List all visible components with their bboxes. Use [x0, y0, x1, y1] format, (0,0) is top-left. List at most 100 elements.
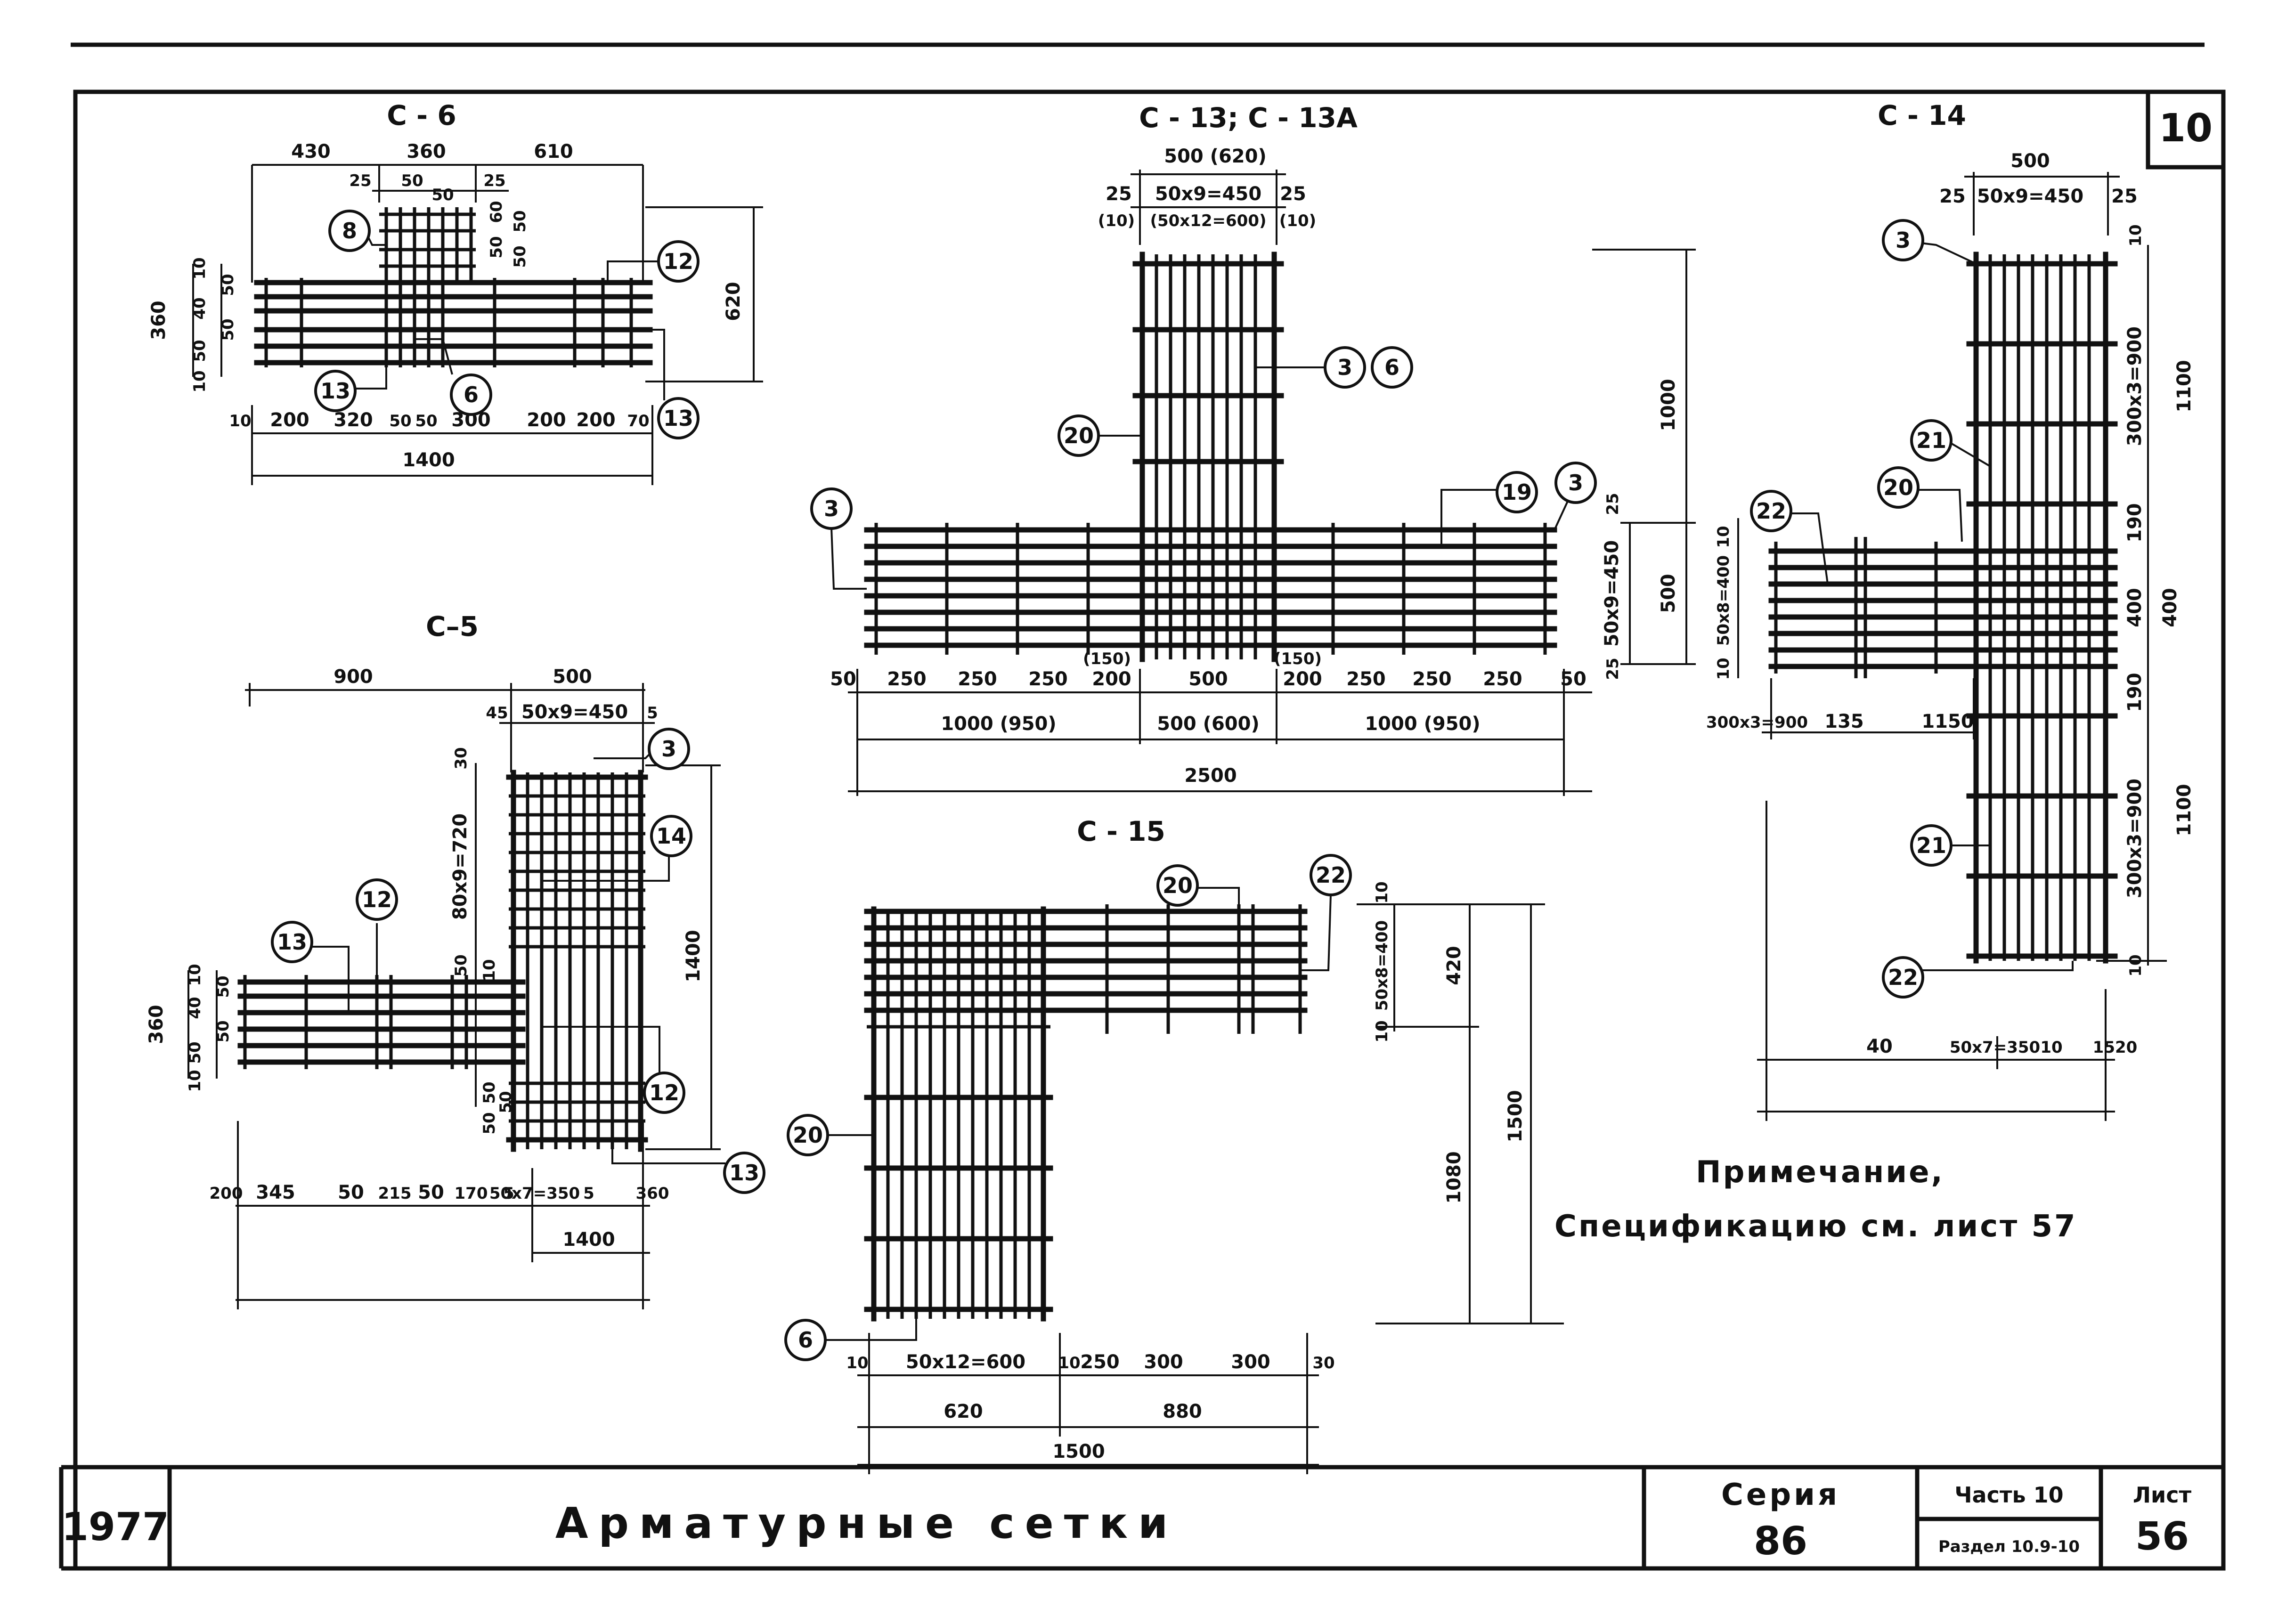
c6-dim: 40	[190, 297, 209, 319]
c6-dim: 50	[219, 274, 237, 296]
callout-6: 6	[798, 1327, 813, 1353]
callout-circle	[314, 370, 357, 412]
leader	[309, 946, 350, 1013]
leader	[1790, 512, 1829, 585]
c15-dim: 10	[1058, 1354, 1080, 1372]
note-title: Примечание,	[1696, 1155, 1945, 1190]
callout-circle	[1310, 854, 1352, 896]
sheet-number-box	[2146, 89, 2226, 170]
c13-dim: (10)	[1098, 211, 1135, 230]
c5-dim: 5	[503, 1184, 514, 1203]
c5-dim: 50	[452, 954, 471, 976]
c6-dim: 320	[334, 409, 373, 431]
callout-20: 20	[1163, 873, 1193, 898]
c14-dim: 300х3=900	[2124, 326, 2146, 446]
callout-circle	[787, 1114, 829, 1156]
c13-dim: 200	[1092, 668, 1131, 690]
callout-circle	[810, 487, 853, 530]
c13-dim: 25	[1280, 183, 1306, 205]
callout-3: 3	[824, 496, 839, 521]
leader	[1196, 887, 1240, 904]
c13-dim: (150)	[1083, 650, 1131, 668]
c6-dim: 60	[487, 201, 506, 223]
title-block: 1977 Арматурные сетки Серия 86 Часть 10 …	[59, 1465, 2223, 1571]
c13-dim: 500	[1658, 574, 1679, 613]
c6-dim: 50	[511, 245, 529, 268]
callout-3: 3	[1568, 470, 1583, 495]
mesh-c15-label: С - 15	[1077, 815, 1165, 847]
c5-dim: 1400	[562, 1229, 615, 1250]
c14-dim: 50х9=450	[1977, 186, 2083, 207]
c14-dim: 1520	[2093, 1038, 2138, 1057]
callout-circle	[1882, 219, 1924, 261]
c6-dim: 360	[148, 300, 170, 340]
c13-dim: 50х9=450	[1155, 183, 1261, 205]
callout-3: 3	[661, 736, 676, 762]
leader	[1300, 894, 1332, 971]
c5-dim: 45	[486, 704, 508, 723]
c5-dim: 5	[647, 704, 658, 723]
c5-dim: 360	[146, 1005, 167, 1044]
c13-dim: 25	[1603, 658, 1622, 680]
c15-dim: 10	[846, 1354, 868, 1372]
mesh-c13-label: С - 13; С - 13А	[1139, 102, 1358, 134]
callout-circle	[1554, 462, 1597, 504]
c5-dim: 200	[210, 1184, 243, 1203]
c14-dim: 1100	[2173, 784, 2195, 836]
callout-8: 8	[342, 218, 357, 244]
section-label: Раздел 10.9-10	[1938, 1537, 2080, 1556]
c6-dim: 50	[511, 210, 529, 232]
c15-dim: 250	[1080, 1351, 1120, 1373]
c14-dim: 1150	[1921, 711, 1974, 732]
c14-dim: 50х8=400	[1714, 555, 1733, 646]
c13-dim: (50х12=600)	[1150, 211, 1266, 230]
callout-circle	[1910, 419, 1953, 462]
callout-circle	[650, 815, 692, 857]
c5-dim: 360	[636, 1184, 669, 1203]
c5-dim: 50х7=350	[489, 1184, 580, 1203]
c15-dim: 1080	[1443, 1151, 1465, 1203]
c14-dim: 190	[2124, 673, 2146, 712]
callout-circle	[356, 878, 398, 921]
c5-dim: 215	[378, 1184, 412, 1203]
c13-dim: 250	[1483, 668, 1522, 690]
c14-dim: 10	[1714, 526, 1733, 548]
c14-dim: 1100	[2173, 360, 2195, 412]
callout-22: 22	[1756, 498, 1786, 524]
c6-dim: 50	[487, 236, 506, 258]
c13-dim: 1000 (950)	[1365, 713, 1480, 735]
c13-dim: 250	[958, 668, 997, 690]
c13-dim: 50	[1560, 668, 1587, 690]
leader	[824, 1319, 917, 1341]
c14-dim: 300х3=900	[2124, 779, 2146, 898]
c13-dim: (10)	[1279, 211, 1316, 230]
c14-dim: 135	[1824, 711, 1864, 732]
callout-3: 3	[1337, 355, 1352, 380]
c6-dim: 70	[627, 412, 649, 430]
c6-dim: 430	[291, 141, 331, 162]
callout-14: 14	[656, 823, 686, 849]
c13-dim: 250	[1412, 668, 1452, 690]
leader	[830, 527, 867, 590]
c5-dim: 900	[334, 666, 373, 688]
callout-circle	[1877, 466, 1920, 509]
c5-dim: 50х9=450	[521, 701, 628, 723]
c5-dim: 50	[480, 1081, 499, 1104]
c6-dim: 50	[190, 340, 209, 362]
leader	[607, 260, 659, 283]
c13-dim: 500 (600)	[1157, 713, 1259, 735]
c13-dim: 1000 (950)	[941, 713, 1056, 735]
c5-dim: 80х9=720	[449, 813, 471, 920]
c13-dim: 1000	[1658, 379, 1679, 431]
c13-dim: 200	[1283, 668, 1322, 690]
c15-dim: 10	[1373, 1020, 1391, 1042]
c14-dim: 400	[2124, 588, 2146, 627]
callout-circle	[1496, 471, 1538, 513]
c6-dim: 25	[483, 171, 505, 190]
leader	[1922, 961, 2074, 971]
callout-13: 13	[320, 378, 350, 404]
callout-circle	[1882, 956, 1924, 999]
sheet-number: 10	[2159, 106, 2213, 151]
callout-circle	[328, 210, 371, 252]
